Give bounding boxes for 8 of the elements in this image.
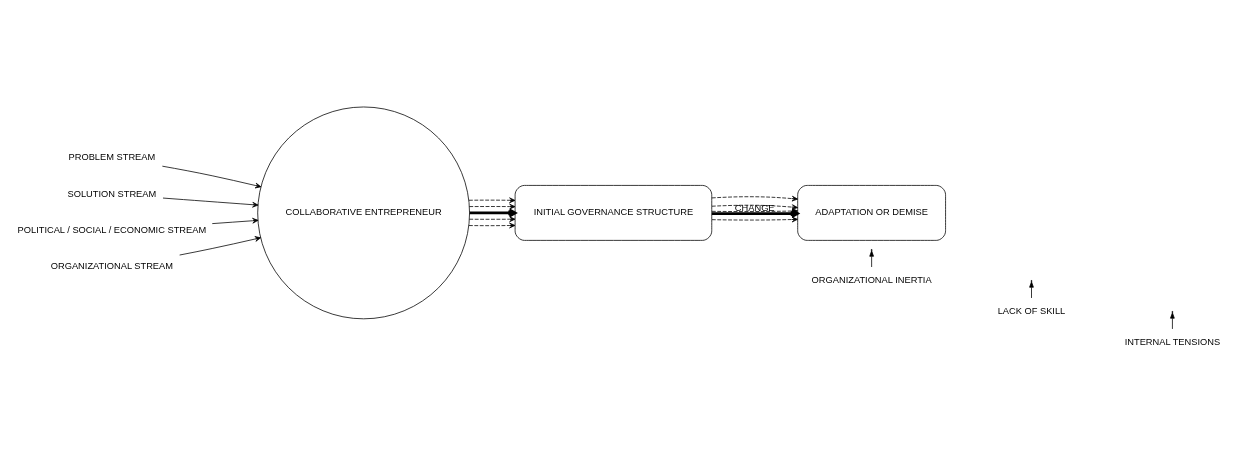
edge-label: CHANGE xyxy=(734,203,775,214)
node-text: ORGANIZATIONAL INERTIA xyxy=(811,275,932,286)
node-text: ORGANIZATIONAL STREAM xyxy=(50,261,173,272)
node-text: LACK OF SKILL xyxy=(997,306,1066,317)
node-text: POLITICAL / SOCIAL / ECONOMIC STREAM xyxy=(17,225,207,236)
node-text: SOLUTION STREAM xyxy=(67,188,157,199)
node-text: PROBLEM STREAM xyxy=(68,152,156,163)
node-text: INTERNAL TENSIONS xyxy=(1124,337,1221,348)
